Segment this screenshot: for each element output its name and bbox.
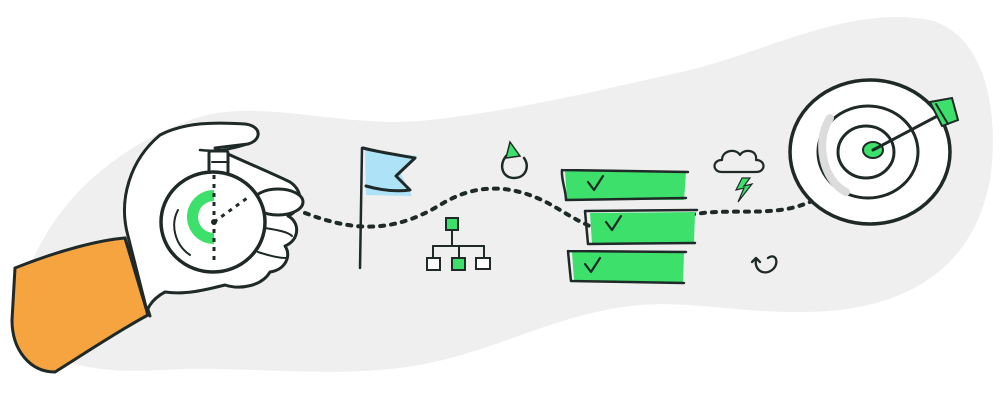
storm-cloud-icon <box>713 149 765 203</box>
checklist-icon <box>560 168 699 285</box>
undo-arrow-icon <box>750 255 778 274</box>
refresh-arrow-icon <box>501 140 528 180</box>
background-blob <box>19 16 993 372</box>
stopwatch-icon <box>159 149 267 274</box>
org-chart-icon <box>426 217 491 271</box>
target-icon <box>788 78 960 226</box>
flag-icon <box>358 146 418 270</box>
